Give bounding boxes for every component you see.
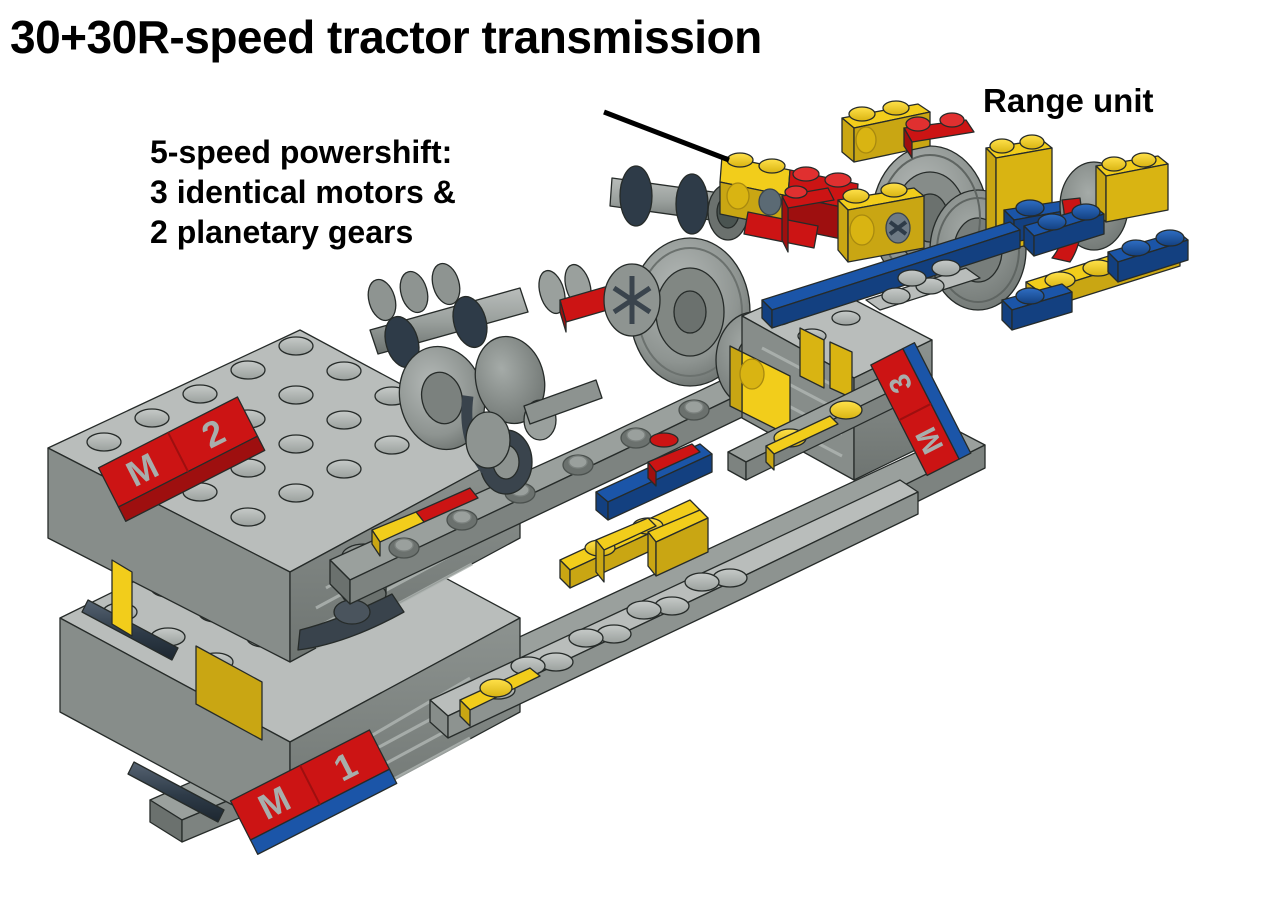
powershift-line-3: 2 planetary gears bbox=[150, 214, 414, 250]
powershift-line-2: 3 identical motors & bbox=[150, 174, 456, 210]
powershift-line-1: 5-speed powershift: bbox=[150, 134, 453, 170]
left-gear-misc bbox=[465, 379, 603, 469]
upper-right-plate bbox=[865, 259, 981, 311]
motor-label-m2-brick: M 2 bbox=[97, 396, 266, 522]
mid-right-bricks bbox=[595, 432, 709, 583]
bottom-long-plate bbox=[429, 479, 919, 739]
page-title: 30+30R-speed tractor transmission bbox=[10, 11, 762, 63]
motor-label-m3-brick: M 3 bbox=[870, 342, 972, 477]
motor-label-m1-brick: M 1 bbox=[229, 729, 398, 855]
range-unit-label: Range unit bbox=[983, 82, 1154, 119]
powershift-leader-line bbox=[603, 109, 730, 163]
yellow-side-panel-left bbox=[111, 559, 263, 741]
motor-m1-axle bbox=[127, 761, 225, 823]
planetary-gear-cluster-left bbox=[367, 262, 643, 495]
m3-base-plates bbox=[727, 367, 919, 481]
range-unit-assembly bbox=[761, 100, 1189, 331]
powershift-annotation: 5-speed powershift: 3 identical motors & 2… bbox=[150, 132, 456, 252]
